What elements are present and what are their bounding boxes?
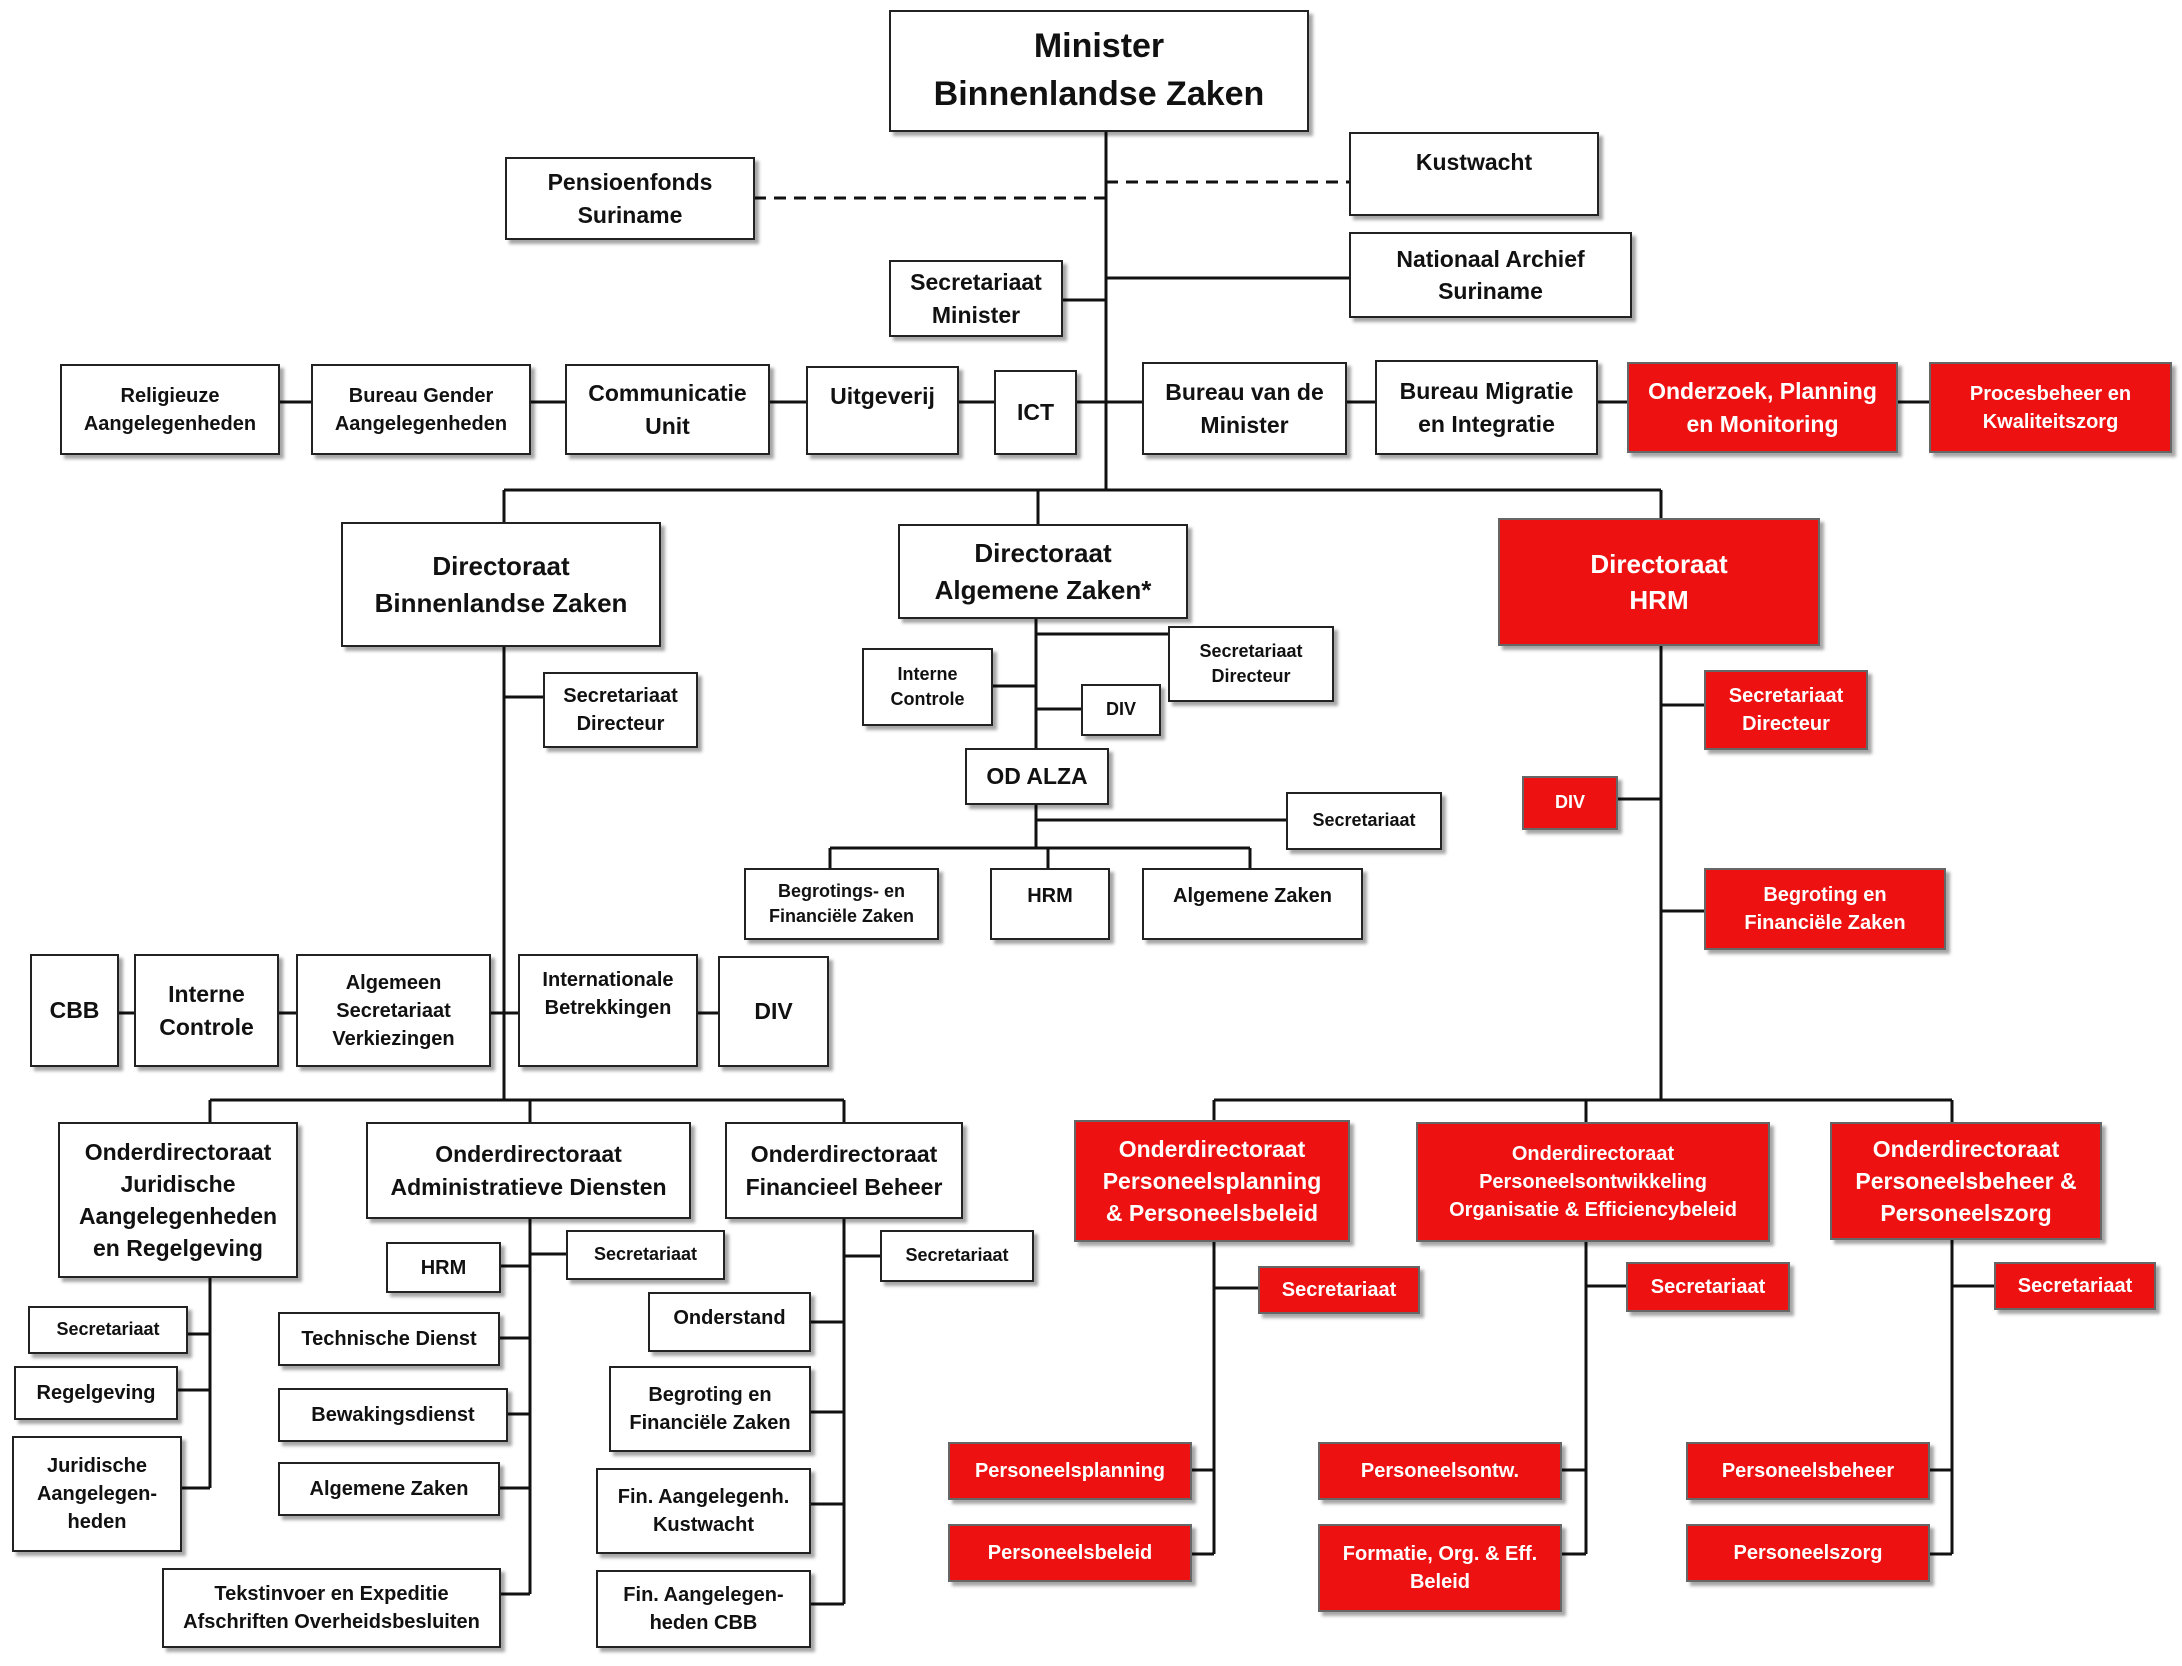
juridische-aangelegenheden-box: Juridische Aangelegen- heden bbox=[12, 1436, 182, 1552]
secretariaat-minister-box: Secretariaat Minister bbox=[889, 260, 1063, 337]
admin-hrm-box: HRM bbox=[386, 1242, 501, 1293]
regelgeving-box: Regelgeving bbox=[14, 1366, 178, 1420]
uitgeverij-box: Uitgeverij bbox=[806, 366, 959, 455]
directoraat-algemene-zaken-box: Directoraat Algemene Zaken* bbox=[898, 524, 1188, 619]
onderzoek-planning-box: Onderzoek, Planning en Monitoring bbox=[1627, 362, 1898, 453]
hrm-secretariaat-directeur-box: Secretariaat Directeur bbox=[1704, 670, 1868, 750]
beheer-secretariaat-box: Secretariaat bbox=[1994, 1262, 2156, 1310]
alza-algemene-zaken-box: Algemene Zaken bbox=[1142, 868, 1363, 940]
financieel-secretariaat-box: Secretariaat bbox=[880, 1230, 1034, 1282]
hrm-div-box: DIV bbox=[1522, 776, 1618, 830]
bz-div-box: DIV bbox=[718, 956, 829, 1067]
formatie-org-eff-box: Formatie, Org. & Eff. Beleid bbox=[1318, 1524, 1562, 1612]
ontwikkeling-secretariaat-box: Secretariaat bbox=[1626, 1262, 1790, 1312]
communicatie-unit-box: Communicatie Unit bbox=[565, 364, 770, 455]
admin-secretariaat-box: Secretariaat bbox=[566, 1230, 725, 1280]
personeelsbeheer-box: Personeelsbeheer bbox=[1686, 1442, 1930, 1500]
alza-begrotings-box: Begrotings- en Financiële Zaken bbox=[744, 868, 939, 940]
az-div-box: DIV bbox=[1081, 684, 1161, 736]
ict-box: ICT bbox=[994, 370, 1077, 455]
bewakingsdienst-box: Bewakingsdienst bbox=[278, 1388, 508, 1442]
kustwacht-box: Kustwacht bbox=[1349, 132, 1599, 216]
od-financieel-beheer-box: Onderdirectoraat Financieel Beheer bbox=[725, 1122, 963, 1219]
fin-aangelegenheden-cbb-box: Fin. Aangelegen- heden CBB bbox=[596, 1570, 811, 1648]
od-personeelsontwikkeling-box: Onderdirectoraat Personeelsontwikkeling … bbox=[1416, 1122, 1770, 1242]
bz-interne-controle-box: Interne Controle bbox=[134, 954, 279, 1067]
procesbeheer-box: Procesbeheer en Kwaliteitszorg bbox=[1929, 362, 2172, 453]
pensioenfonds-box: Pensioenfonds Suriname bbox=[505, 157, 755, 240]
internationale-betrekkingen-box: Internationale Betrekkingen bbox=[518, 954, 698, 1067]
religieuze-aangelegenheden-box: Religieuze Aangelegenheden bbox=[60, 364, 280, 455]
fin-aangelegenheden-kustwacht-box: Fin. Aangelegenh. Kustwacht bbox=[596, 1468, 811, 1554]
tekstinvoer-expeditie-box: Tekstinvoer en Expeditie Afschriften Ove… bbox=[162, 1568, 501, 1648]
onderstand-box: Onderstand bbox=[648, 1292, 811, 1352]
algemeen-secretariaat-verkiezingen-box: Algemeen Secretariaat Verkiezingen bbox=[296, 954, 491, 1067]
alza-hrm-box: HRM bbox=[990, 868, 1110, 940]
az-secretariaat-directeur-box: Secretariaat Directeur bbox=[1168, 626, 1334, 702]
az-interne-controle-box: Interne Controle bbox=[862, 648, 993, 726]
technische-dienst-box: Technische Dienst bbox=[278, 1312, 500, 1366]
directoraat-hrm-box: Directoraat HRM bbox=[1498, 518, 1820, 646]
financieel-begroting-box: Begroting en Financiële Zaken bbox=[609, 1366, 811, 1452]
od-alza-box: OD ALZA bbox=[965, 748, 1109, 805]
bz-secretariaat-directeur-box: Secretariaat Directeur bbox=[543, 672, 698, 748]
bureau-gender-box: Bureau Gender Aangelegenheden bbox=[311, 364, 531, 455]
od-juridische-aangelegenheden-box: Onderdirectoraat Juridische Aangelegenhe… bbox=[58, 1122, 298, 1278]
personeelsbeleid-box: Personeelsbeleid bbox=[948, 1524, 1192, 1582]
od-administratieve-diensten-box: Onderdirectoraat Administratieve Dienste… bbox=[366, 1122, 691, 1219]
directoraat-binnenlandse-zaken-box: Directoraat Binnenlandse Zaken bbox=[341, 522, 661, 647]
od-personeelsplanning-box: Onderdirectoraat Personeelsplanning & Pe… bbox=[1074, 1120, 1350, 1242]
bureau-van-de-minister-box: Bureau van de Minister bbox=[1142, 362, 1347, 455]
admin-algemene-zaken-box: Algemene Zaken bbox=[278, 1462, 500, 1516]
od-personeelsbeheer-box: Onderdirectoraat Personeelsbeheer & Pers… bbox=[1830, 1122, 2102, 1240]
planning-secretariaat-box: Secretariaat bbox=[1258, 1266, 1420, 1314]
alza-secretariaat-box: Secretariaat bbox=[1286, 792, 1442, 850]
personeelszorg-box: Personeelszorg bbox=[1686, 1524, 1930, 1582]
nationaal-archief-box: Nationaal Archief Suriname bbox=[1349, 232, 1632, 318]
personeelsontwikkeling-box: Personeelsontw. bbox=[1318, 1442, 1562, 1500]
personeelsplanning-box: Personeelsplanning bbox=[948, 1442, 1192, 1500]
juridisch-secretariaat-box: Secretariaat bbox=[28, 1306, 188, 1354]
hrm-begroting-box: Begroting en Financiële Zaken bbox=[1704, 868, 1946, 950]
minister-box: Minister Binnenlandse Zaken bbox=[889, 10, 1309, 132]
cbb-box: CBB bbox=[30, 954, 119, 1067]
bureau-migratie-box: Bureau Migratie en Integratie bbox=[1375, 360, 1598, 455]
